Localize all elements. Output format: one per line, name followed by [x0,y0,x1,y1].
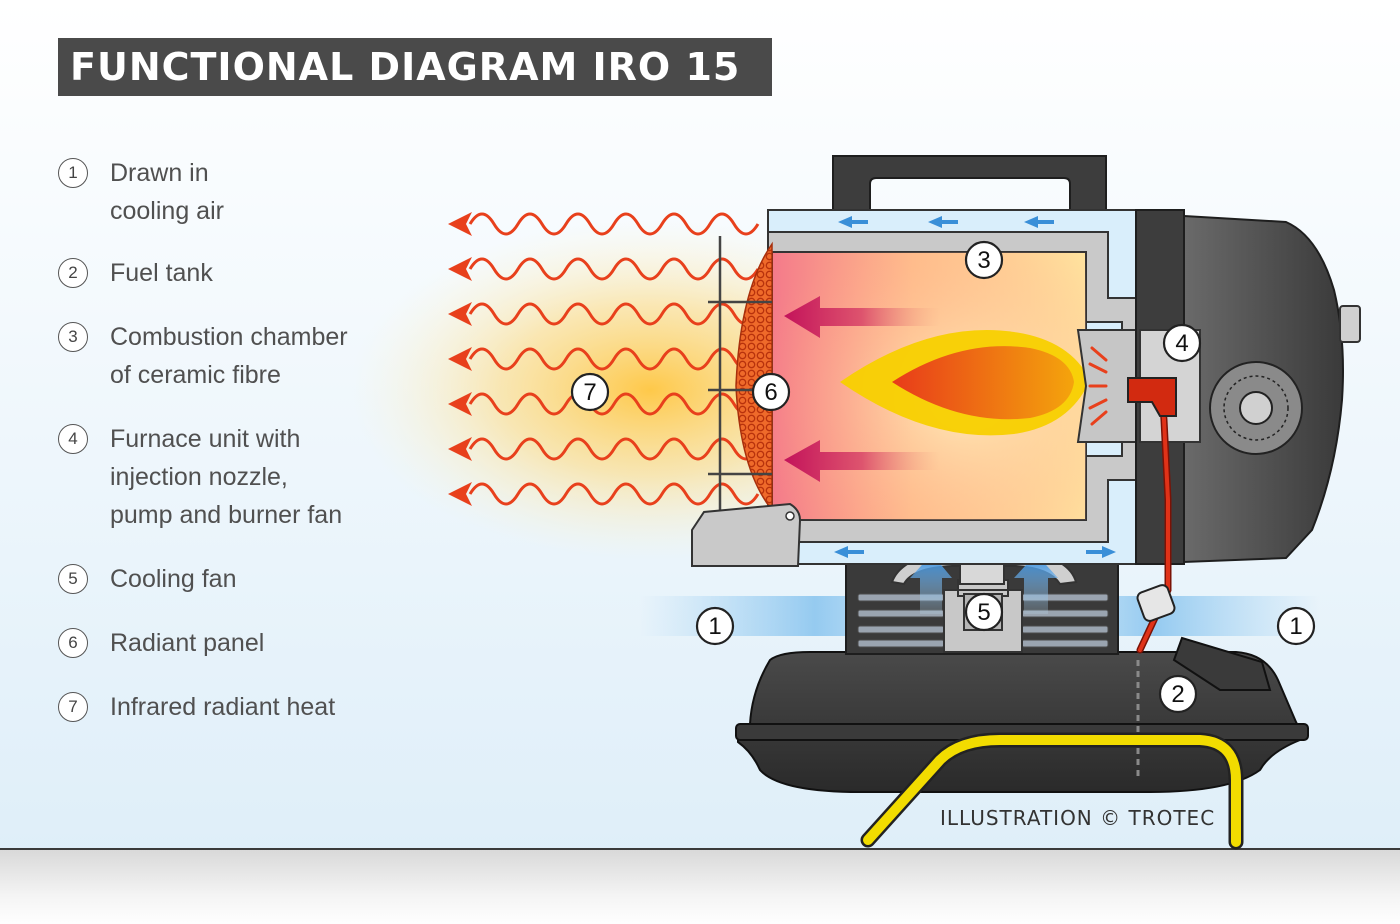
heat-wave-arrow-icon [448,347,472,371]
legend-item: 2 Fuel tank [58,254,213,292]
legend-label: Combustion chamber of ceramic fibre [110,318,348,394]
legend-label-line: Cooling fan [110,565,237,593]
legend-label-line: injection nozzle, [110,463,288,491]
heat-wave [468,302,760,326]
legend-label: Cooling fan [110,560,236,598]
svg-text:2: 2 [1171,681,1184,708]
page-title: FUNCTIONAL DIAGRAM IRO 15 [70,45,741,89]
callout-air-right: 1 [1276,606,1316,646]
heat-wave-arrow-icon [448,302,472,326]
callout-tank: 2 [1158,674,1198,714]
legend-item: 6 Radiant panel [58,624,264,662]
legend-number: 3 [58,322,88,352]
legend-label-line: Combustion chamber [110,323,348,351]
legend-label-line: Drawn in [110,159,209,187]
legend-label: Drawn in cooling air [110,154,224,230]
callout-furnace: 4 [1162,323,1202,363]
heat-wave [468,257,760,281]
hot-air-arrow-top [784,296,940,338]
legend-item: 1 Drawn in cooling air [58,154,224,230]
legend-label-line: pump and burner fan [110,501,343,529]
fuel-cap [1172,636,1272,691]
airflow-up-arrow-left [910,554,952,614]
callout-air-left: 1 [695,606,735,646]
legend-number: 4 [58,424,88,454]
floor [0,848,1400,924]
infrared-heat-waves [448,212,760,506]
legend-label: Infrared radiant heat [110,688,335,726]
illustration-credit: ILLUSTRATION © TROTEC [940,806,1216,830]
front-foot [691,502,802,567]
legend-label-line: Furnace unit with [110,425,301,453]
legend-label-line: Radiant panel [110,629,265,657]
legend-item: 5 Cooling fan [58,560,236,598]
motor-switch [1339,305,1361,343]
burner-fan-ring [1223,375,1289,441]
flame-inner [892,346,1074,420]
legend-number: 2 [58,258,88,288]
svg-text:6: 6 [764,379,777,406]
heat-wave-arrow-icon [448,482,472,506]
tank-stand-yellow [863,735,1241,847]
radiant-panel-mesh [735,241,773,513]
nozzle-spray-lines [1088,346,1108,426]
heat-wave [468,437,760,461]
heat-wave [468,212,760,236]
legend-number: 1 [58,158,88,188]
legend-label-line: Fuel tank [110,259,213,287]
callout-fan: 5 [964,592,1004,632]
heat-wave-arrow-icon [448,392,472,416]
legend-label: Radiant panel [110,624,264,662]
legend-label-line: Infrared radiant heat [110,693,336,721]
front-foot-screw [785,511,795,521]
burner-nozzle [1076,329,1141,443]
heat-wave-arrow-icon [448,257,472,281]
legend-number: 5 [58,564,88,594]
svg-text:5: 5 [977,599,990,626]
legend-item: 4 Furnace unit with injection nozzle, pump … [58,420,342,534]
heat-wave-arrow-icon [448,212,472,236]
fuel-filter [1136,584,1176,622]
airflow-up-arrow-right [1014,554,1058,614]
svg-text:1: 1 [1289,613,1302,640]
svg-text:4: 4 [1175,330,1188,357]
hot-air-arrow-bottom [784,440,940,482]
injection-valve [1127,377,1177,417]
callout-panel: 6 [751,372,791,412]
legend-label-line: cooling air [110,197,224,225]
heat-wave [468,482,760,506]
fuel-tank [737,651,1301,793]
legend-label: Furnace unit with injection nozzle, pump a… [110,420,342,534]
burner-fan-hub [1239,391,1273,425]
svg-text:3: 3 [977,247,990,274]
callout-chamber: 3 [964,240,1004,280]
svg-text:7: 7 [583,379,596,406]
heat-wave-arrow-icon [448,437,472,461]
legend-item: 3 Combustion chamber of ceramic fibre [58,318,348,394]
legend-label-line: of ceramic fibre [110,361,281,389]
callout-heat: 7 [570,372,610,412]
heat-wave [468,347,760,371]
carry-handle [832,155,1107,215]
legend-number: 6 [58,628,88,658]
jacket-airflow-arrows [834,216,1116,558]
legend-item: 7 Infrared radiant heat [58,688,335,726]
fan-vents [857,593,1109,648]
legend-label: Fuel tank [110,254,213,292]
legend-number: 7 [58,692,88,722]
heat-wave [468,392,760,416]
svg-text:1: 1 [708,613,721,640]
title-banner: FUNCTIONAL DIAGRAM IRO 15 [58,38,772,96]
